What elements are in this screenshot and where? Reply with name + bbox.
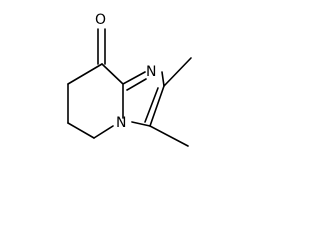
bond-c2-methyl [163,57,192,87]
bond-c8a-n1-a [122,71,146,85]
bond-c2-c3-a [149,85,165,127]
bond-n1-c2 [161,71,165,87]
bond-c5-n4 [93,125,114,139]
bond-c8-c7 [67,63,103,85]
structure-canvas: O N N [0,0,215,173]
bond-c8a-c8 [101,63,124,85]
bridge-nitrogen-label: N [116,115,126,131]
bond-c8a-n1-b [126,78,147,91]
molecule-diagram: O N N [67,12,192,147]
bond-c6-c5 [67,122,95,139]
bond-c3-methyl [149,125,189,147]
bond-c3-n4 [131,121,151,127]
imine-nitrogen-label: N [146,64,156,80]
oxygen-atom-label: O [95,12,106,28]
bond-c2-c3-b [144,87,159,123]
